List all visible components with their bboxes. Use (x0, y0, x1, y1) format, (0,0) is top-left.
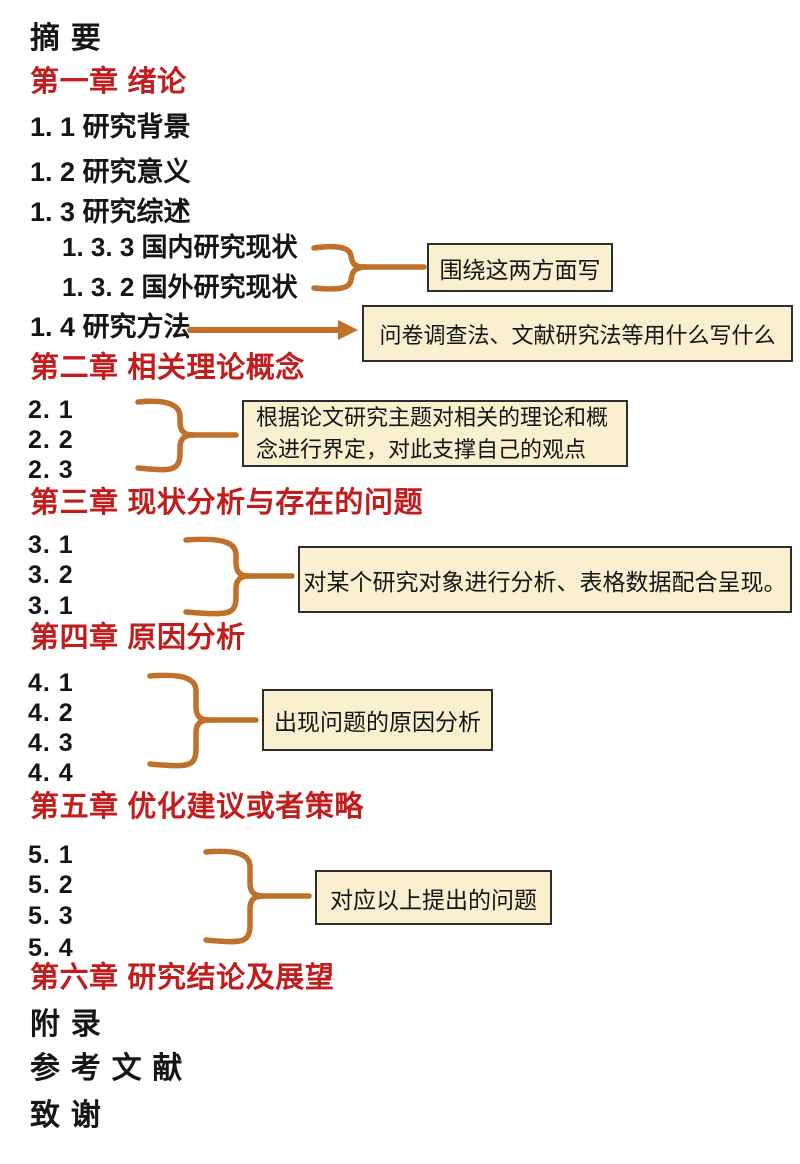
toc-item-s1-3-3: 1. 3. 3 国内研究现状 (62, 232, 298, 262)
toc-item-ch3: 第三章 现状分析与存在的问题 (30, 487, 424, 519)
callout-note-research-status: 围绕这两方面写 (427, 243, 613, 292)
toc-item-s4-2: 4. 2 (28, 699, 74, 727)
callout-note-methods: 问卷调查法、文献研究法等用什么写什么 (362, 305, 793, 362)
toc-item-s5-4: 5. 4 (28, 934, 74, 962)
toc-item-s5-2: 5. 2 (28, 871, 74, 899)
toc-item-s5-3: 5. 3 (28, 902, 74, 930)
toc-item-s3-1: 3. 1 (28, 531, 74, 559)
brace-ch2-group (135, 398, 196, 473)
toc-item-s3-2: 3. 2 (28, 561, 74, 589)
toc-item-s4-1: 4. 1 (28, 669, 74, 697)
toc-item-references: 参考文献 (30, 1052, 194, 1085)
toc-item-s1-4: 1. 4 研究方法 (30, 312, 191, 342)
toc-item-s4-4: 4. 4 (28, 759, 74, 787)
bracket-1-3-group-bottom (311, 264, 369, 292)
callout-note-causes: 出现问题的原因分析 (262, 689, 493, 751)
arrow-1-4-head (338, 320, 358, 340)
toc-item-s1-3-2: 1. 3. 2 国外研究现状 (62, 272, 298, 302)
toc-item-ch6: 第六章 研究结论及展望 (30, 962, 335, 994)
toc-item-s1-2: 1. 2 研究意义 (30, 157, 191, 187)
toc-item-abstract: 摘要 (30, 22, 112, 55)
callout-note-theory: 根据论文研究主题对相关的理论和概念进行界定，对此支撑自己的观点 (242, 400, 628, 467)
toc-item-s3-1b: 3. 1 (28, 592, 74, 620)
toc-item-ch4: 第四章 原因分析 (30, 622, 246, 654)
bracket-1-3-group-top (311, 243, 427, 270)
toc-item-ch1: 第一章 绪论 (30, 66, 187, 98)
brace-ch3-group (183, 536, 252, 617)
toc-item-appendix: 附录 (30, 1008, 112, 1041)
toc-item-s2-3: 2. 3 (28, 456, 74, 484)
callout-note-solutions: 对应以上提出的问题 (315, 870, 552, 925)
toc-item-s4-3: 4. 3 (28, 729, 74, 757)
toc-item-ch2: 第二章 相关理论概念 (30, 352, 305, 384)
toc-item-s1-3: 1. 3 研究综述 (30, 197, 191, 227)
callout-note-analysis: 对某个研究对象进行分析、表格数据配合呈现。 (298, 546, 792, 613)
toc-item-thanks: 致谢 (30, 1099, 112, 1132)
toc-item-s1-1: 1. 1 研究背景 (30, 112, 191, 142)
brace-ch4-group (147, 672, 212, 769)
brace-ch5-group (203, 848, 266, 945)
toc-item-s2-2: 2. 2 (28, 426, 74, 454)
toc-item-s2-1: 2. 1 (28, 396, 74, 424)
toc-item-ch5: 第五章 优化建议或者策略 (30, 791, 365, 823)
toc-item-s5-1: 5. 1 (28, 841, 74, 869)
